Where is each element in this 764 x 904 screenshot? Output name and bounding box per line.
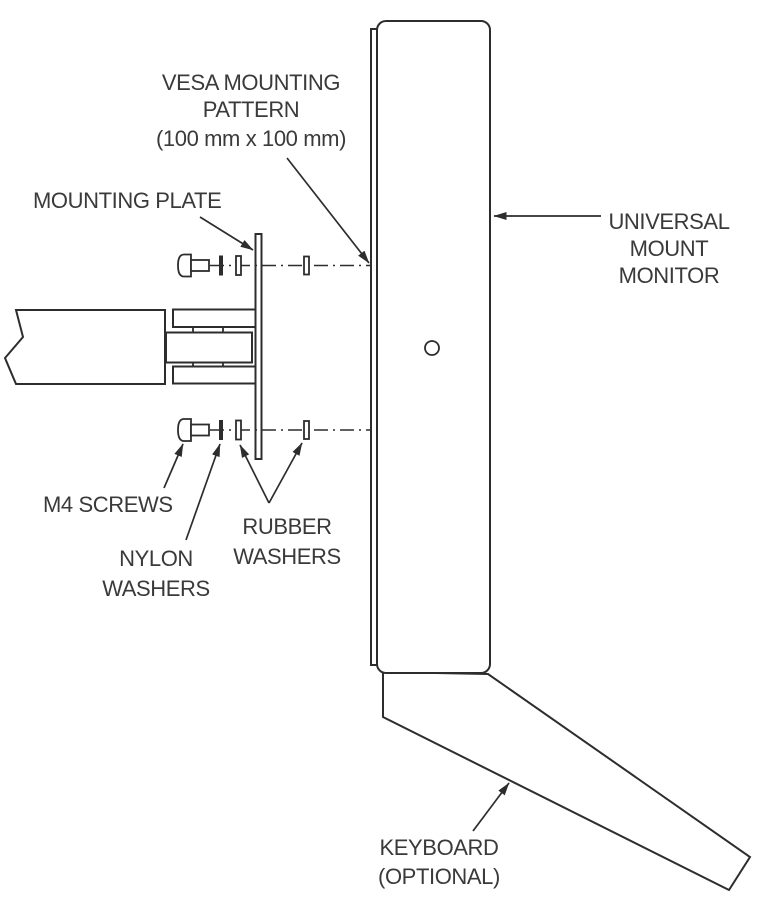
top-screw-assembly — [177, 253, 371, 278]
monitor-hole — [424, 340, 440, 356]
nylon-washer-bottom — [219, 420, 223, 440]
m4-screw-head-top — [177, 253, 192, 278]
support-arm — [3, 309, 166, 385]
label-vesa-mounting-pattern: VESA MOUNTING PATTERN (100 mm x 100 mm) — [156, 70, 346, 151]
rubber-washer-bottom-1 — [235, 419, 242, 441]
label-m4-screws: M4 SCREWS — [43, 492, 173, 517]
hinge-bottom-bar — [172, 365, 258, 385]
nylon-label-line2: WASHERS — [102, 576, 210, 601]
m4-screw-head-bottom — [177, 418, 192, 442]
universal-label-line3: MONITOR — [619, 263, 720, 288]
nylon-label-line1: NYLON — [119, 546, 193, 571]
label-mounting-plate: MOUNTING PLATE — [33, 188, 221, 213]
nylon-washers-leader-arrow — [185, 443, 221, 541]
mounting-plate-part — [254, 233, 263, 460]
rubber-washers-leader-arrow-right — [268, 442, 303, 504]
rubber-washers-leader-arrow-left — [239, 444, 270, 504]
rubber-label-line1: RUBBER — [242, 514, 331, 539]
label-universal-mount-monitor: UNIVERSAL MOUNT MONITOR — [608, 209, 730, 288]
bottom-screw-assembly — [177, 418, 372, 442]
rubber-washer-bottom-2 — [303, 420, 310, 440]
label-keyboard-optional: KEYBOARD (OPTIONAL) — [378, 835, 500, 889]
hinge-top-bar — [172, 308, 258, 328]
rubber-label-line2: WASHERS — [233, 544, 341, 569]
keyboard-label-line1: KEYBOARD — [379, 835, 498, 860]
keyboard-leader-arrow — [472, 782, 510, 832]
universal-label-line1: UNIVERSAL — [608, 209, 729, 234]
m4-screws-leader-arrow — [163, 443, 184, 489]
m4-screw-shaft-top — [190, 259, 210, 272]
universal-label-line2: MOUNT — [630, 236, 709, 261]
hinge-center-block — [165, 331, 253, 364]
vesa-label-line3: (100 mm x 100 mm) — [156, 126, 346, 151]
vesa-leader-arrow — [286, 157, 370, 264]
mounting-plate-leader-arrow — [199, 216, 254, 251]
keyboard-label-line2: (OPTIONAL) — [378, 864, 500, 889]
rubber-washer-top-1 — [235, 255, 242, 276]
label-rubber-washers: RUBBER WASHERS — [233, 514, 341, 569]
m4-screw-shaft-bottom — [190, 423, 210, 437]
vesa-label-line1: VESA MOUNTING — [162, 70, 340, 95]
vesa-label-line2: PATTERN — [203, 97, 300, 122]
rubber-washer-top-2 — [303, 255, 310, 276]
nylon-washer-top — [219, 255, 223, 276]
label-nylon-washers: NYLON WASHERS — [102, 546, 210, 601]
